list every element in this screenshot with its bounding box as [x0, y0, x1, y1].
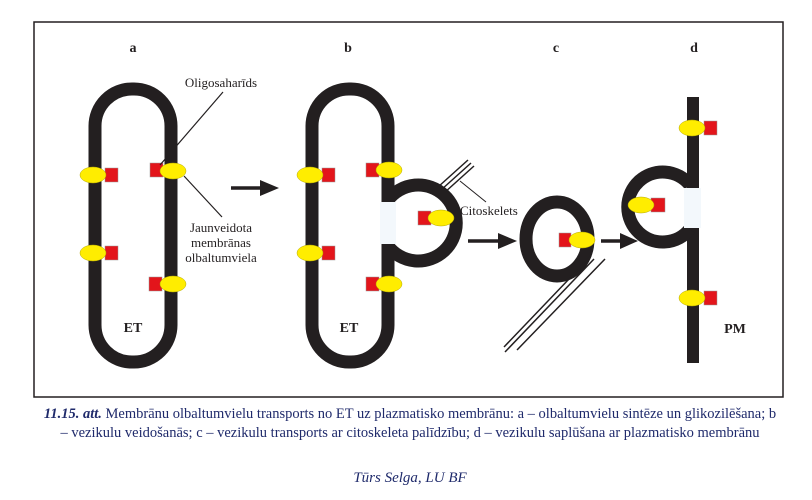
protein-pointer: [183, 175, 223, 218]
cytoskeleton-c: [503, 255, 606, 353]
protein: [79, 166, 119, 184]
panel-label-c: c: [553, 41, 559, 56]
membrane-gap: [380, 202, 396, 244]
cytoskeleton-pointer: [459, 180, 487, 203]
budding-vesicle: [382, 178, 463, 268]
figure-frame: [33, 21, 784, 398]
er-label: ET: [340, 321, 359, 336]
figure-caption: 11.15. att. Membrānu olbaltumvielu trans…: [40, 405, 780, 443]
panel-label-a: a: [130, 41, 137, 56]
panel-b-er: ET: [296, 82, 463, 369]
protein-label-line3: olbaltumviela: [185, 250, 257, 265]
protein: [149, 162, 187, 180]
pm-label: PM: [724, 322, 746, 337]
figure-number: 11.15. att.: [43, 406, 102, 422]
protein: [678, 289, 718, 307]
protein: [296, 166, 336, 184]
protein: [296, 244, 336, 262]
arrow-a-to-b: [231, 180, 279, 196]
cytoskeleton-label: Citoskelets: [460, 203, 518, 218]
protein-label-line1: Jaunveidota: [190, 220, 252, 235]
fusing-vesicle: [621, 165, 696, 249]
caption-text: Membrānu olbaltumvielu transports no ET …: [60, 406, 777, 441]
protein: [678, 119, 718, 137]
er-membrane: [88, 82, 178, 369]
er-label: ET: [124, 321, 143, 336]
vesicle-protein: [558, 231, 596, 249]
vesicle-protein: [627, 196, 666, 214]
panel-label-b: b: [344, 41, 352, 56]
protein: [79, 244, 119, 262]
arrow-b-to-c: [468, 233, 517, 249]
panel-label-d: d: [690, 41, 698, 56]
panel-d-plasma-membrane: PM: [621, 97, 746, 363]
panel-c-vesicle: [519, 195, 596, 283]
protein: [365, 161, 403, 179]
oligosaccharide-pointer: [159, 91, 224, 166]
protein-label-line2: membrānas: [191, 235, 251, 250]
vesicle-protein: [417, 209, 455, 227]
oligosaccharide-label: Oligosaharīds: [185, 75, 257, 90]
arrow-c-to-d: [601, 233, 638, 249]
protein: [148, 275, 187, 293]
cytoskeleton-b: [437, 159, 475, 194]
panel-a-er: ET: [79, 82, 187, 369]
figure-author: Tūrs Selga, LU BF: [353, 470, 467, 486]
protein: [365, 275, 403, 293]
membrane-gap: [684, 188, 701, 228]
